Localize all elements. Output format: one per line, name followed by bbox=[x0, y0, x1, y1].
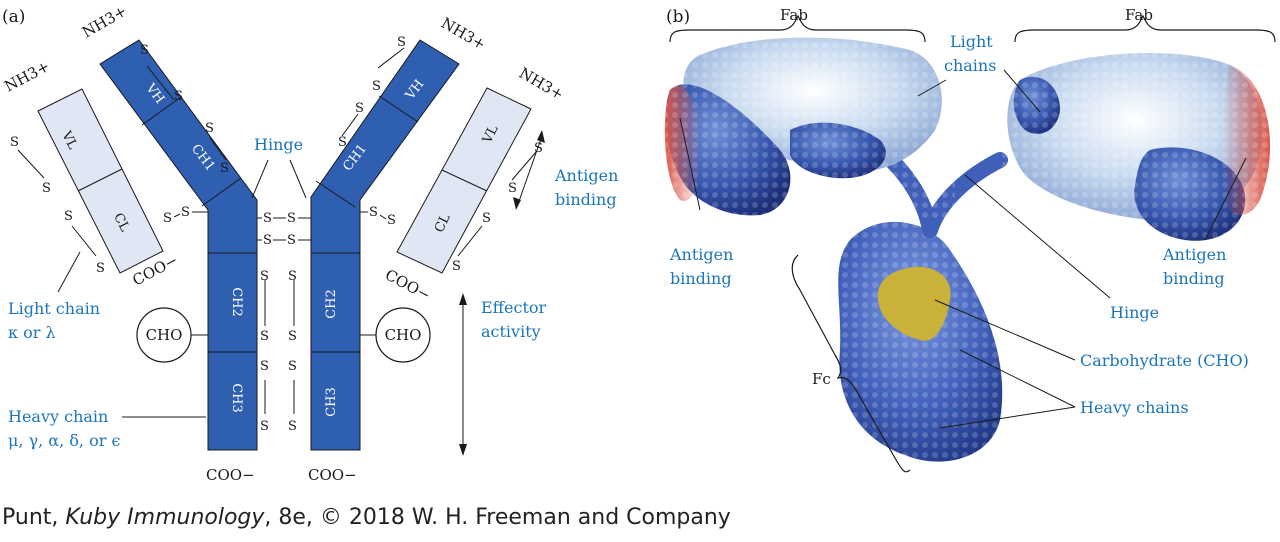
nh3-terminus-left-light: NH3+ bbox=[1, 57, 52, 96]
cho-label: CHO bbox=[146, 326, 183, 344]
sulfur-atom: S bbox=[163, 211, 172, 226]
sulfur-atom: S bbox=[220, 161, 229, 176]
intrachain-disulfide-bonds: S S S S S S S S S S S S S S S S S S S S … bbox=[10, 35, 543, 434]
nh3-terminus-right-light: NH3+ bbox=[516, 64, 567, 104]
carbohydrate-model bbox=[877, 266, 951, 341]
coo-terminus-right-light: COO− bbox=[382, 266, 433, 305]
left-light-chain bbox=[37, 88, 164, 274]
panel-b-label: (b) bbox=[666, 7, 690, 27]
effector-activity-label-line2: activity bbox=[481, 322, 541, 341]
sulfur-atom: S bbox=[205, 121, 214, 136]
sulfur-atom: S bbox=[338, 135, 347, 150]
sulfur-atom: S bbox=[64, 209, 73, 224]
figure-credit: Punt, Kuby Immunology, 8e, © 2018 W. H. … bbox=[2, 505, 731, 530]
hinge-label: Hinge bbox=[254, 135, 303, 154]
antigen-binding-label-line1: Antigen bbox=[554, 166, 618, 185]
fc-region-model bbox=[838, 221, 1003, 462]
effector-activity-label-line1: Effector bbox=[481, 298, 547, 317]
credit-book-title: Kuby Immunology bbox=[65, 505, 265, 530]
sulfur-atom: S bbox=[452, 259, 461, 274]
domain-label-ch2-left: CH2 bbox=[229, 287, 244, 317]
sulfur-atom: S bbox=[387, 213, 396, 228]
sulfur-atom: S bbox=[288, 359, 297, 374]
sulfur-atom: S bbox=[287, 233, 296, 248]
heavy-chain-label-line1: Heavy chain bbox=[8, 407, 108, 426]
sulfur-atom: S bbox=[42, 181, 51, 196]
sulfur-atom: S bbox=[181, 205, 190, 220]
fab-label-right: Fab bbox=[1125, 6, 1153, 24]
credit-publisher: , 8e, © 2018 W. H. Freeman and Company bbox=[264, 505, 731, 530]
left-heavy-chain bbox=[99, 39, 258, 451]
sulfur-atom: S bbox=[534, 141, 543, 156]
light-chains-label-line1: Light bbox=[950, 32, 993, 51]
sulfur-atom: S bbox=[369, 205, 378, 220]
right-light-chain bbox=[396, 87, 532, 274]
domain-label-ch3-left: CH3 bbox=[229, 383, 244, 413]
sulfur-atom: S bbox=[260, 419, 269, 434]
sulfur-atom: S bbox=[508, 181, 517, 196]
domain-label-cl-right: CL bbox=[432, 212, 454, 236]
sulfur-atom: S bbox=[482, 211, 491, 226]
cho-label: CHO bbox=[385, 326, 422, 344]
sulfur-atom: S bbox=[263, 211, 272, 226]
effector-activity-arrow bbox=[459, 293, 467, 456]
fc-label: Fc bbox=[812, 370, 831, 388]
domain-label-ch3-right: CH3 bbox=[324, 387, 339, 417]
interchain-disulfide-bonds: S S S S S S S S bbox=[163, 205, 396, 248]
carbohydrate-label: Carbohydrate (CHO) bbox=[1080, 351, 1249, 370]
carbohydrate-right: CHO bbox=[360, 307, 431, 363]
antigen-binding-left-line1: Antigen bbox=[669, 245, 733, 264]
fab-label-left: Fab bbox=[780, 6, 808, 24]
sulfur-atom: S bbox=[260, 329, 269, 344]
heavy-chains-label: Heavy chains bbox=[1080, 398, 1189, 417]
left-fab-model bbox=[664, 37, 955, 220]
nh3-terminus-right-heavy: NH3+ bbox=[438, 14, 489, 54]
sulfur-atom: S bbox=[288, 419, 297, 434]
left-light-chain-shape bbox=[37, 88, 164, 274]
sulfur-atom: S bbox=[96, 261, 105, 276]
sulfur-atom: S bbox=[260, 359, 269, 374]
sulfur-atom: S bbox=[355, 101, 364, 116]
sulfur-atom: S bbox=[288, 329, 297, 344]
sulfur-atom: S bbox=[287, 211, 296, 226]
sulfur-atom: S bbox=[372, 79, 381, 94]
fab-bracket-left bbox=[669, 14, 926, 43]
antigen-binding-left-line2: binding bbox=[670, 269, 732, 288]
hinge-label-b: Hinge bbox=[1110, 303, 1159, 322]
panel-a-label: (a) bbox=[2, 7, 25, 27]
antigen-binding-arrow bbox=[513, 130, 545, 210]
right-heavy-chain bbox=[310, 39, 460, 451]
right-heavy-chain-shape bbox=[310, 39, 460, 451]
domain-label-ch2-right: CH2 bbox=[324, 289, 339, 319]
fab-bracket-right bbox=[1014, 14, 1276, 43]
antigen-binding-label-line2: binding bbox=[555, 190, 617, 209]
antigen-binding-right-line2: binding bbox=[1163, 269, 1225, 288]
sulfur-atom: S bbox=[140, 43, 149, 58]
coo-terminus-left-heavy: COO− bbox=[206, 466, 255, 484]
light-chain-label-line1: Light chain bbox=[8, 299, 100, 318]
coo-terminus-right-heavy: COO− bbox=[308, 466, 357, 484]
antigen-binding-right-line1: Antigen bbox=[1162, 245, 1226, 264]
sulfur-atom: S bbox=[263, 233, 272, 248]
heavy-chain-label-line2: μ, γ, α, δ, or ϵ bbox=[8, 431, 120, 450]
light-chain-label-line2: κ or λ bbox=[8, 323, 56, 342]
right-fab-model bbox=[1000, 45, 1275, 245]
light-chains-label-line2: chains bbox=[944, 56, 996, 75]
nh3-terminus-left-heavy: NH3+ bbox=[79, 2, 130, 42]
fc-bracket bbox=[791, 254, 911, 473]
credit-author: Punt, bbox=[2, 505, 66, 530]
sulfur-atom: S bbox=[10, 135, 19, 150]
left-heavy-chain-shape bbox=[99, 39, 258, 451]
carbohydrate-left: CHO bbox=[136, 307, 208, 363]
sulfur-atom: S bbox=[174, 89, 183, 104]
sulfur-atom: S bbox=[260, 269, 269, 284]
sulfur-atom: S bbox=[397, 35, 406, 50]
sulfur-atom: S bbox=[288, 269, 297, 284]
